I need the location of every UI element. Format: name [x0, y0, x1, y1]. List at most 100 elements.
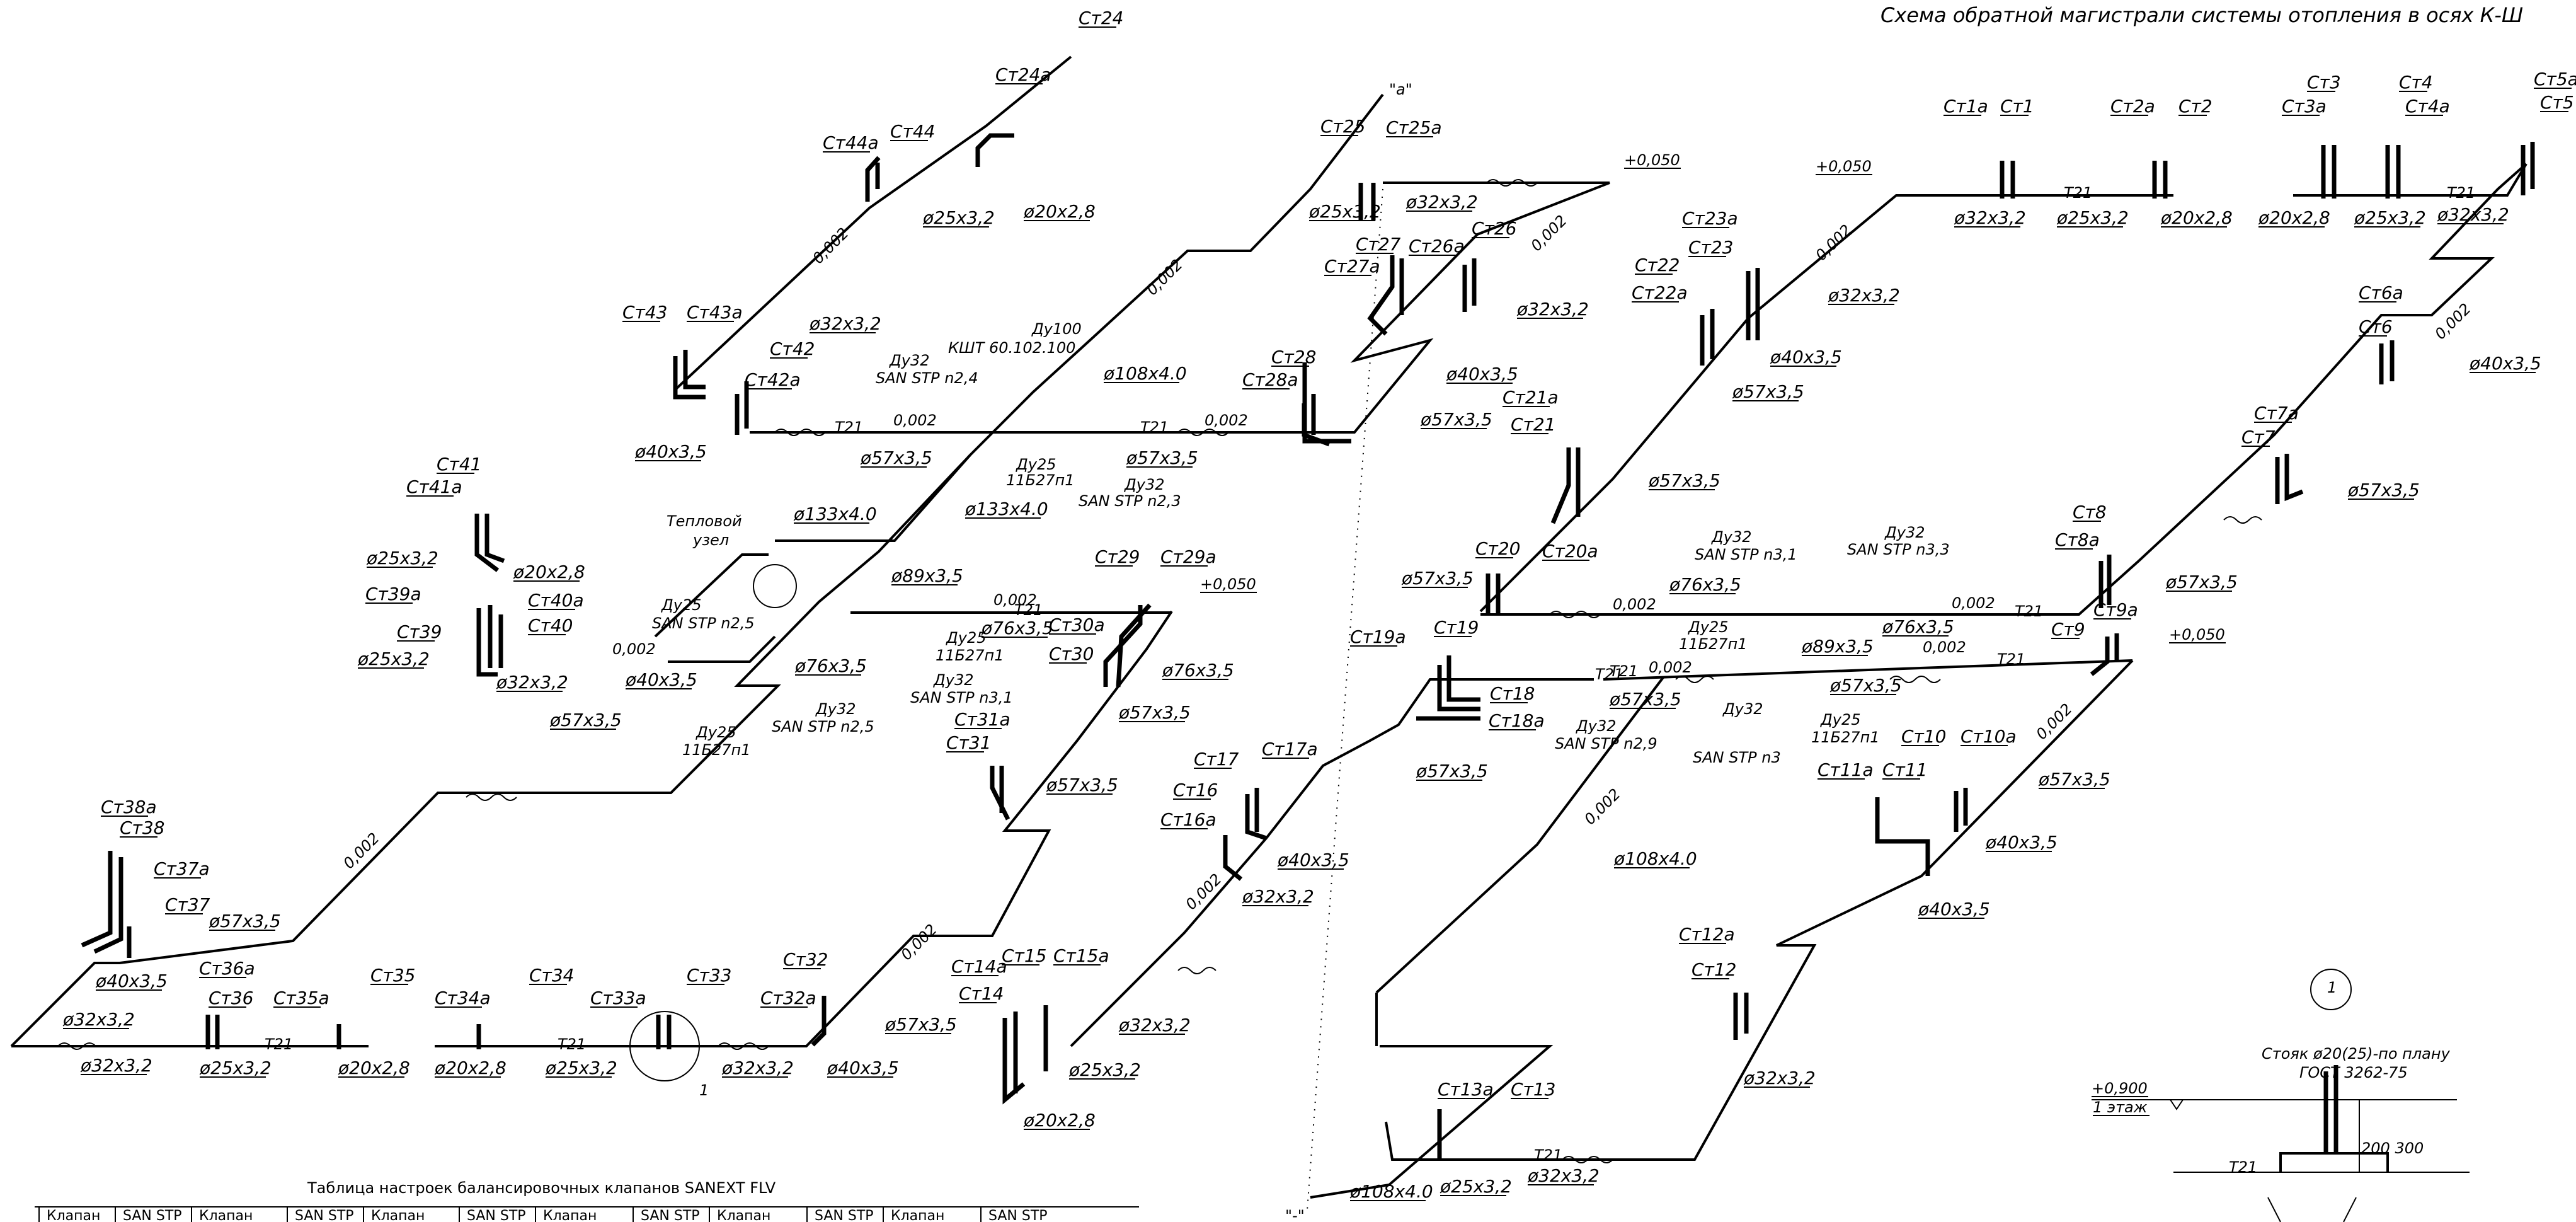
pipe-size-label: ø40x3,5	[625, 669, 697, 690]
note-label: Тепловой	[667, 512, 742, 530]
pipe-size-label: ø57x3,5	[1829, 675, 1902, 696]
table-header-cell: Клапан	[891, 1208, 944, 1222]
pipe-size-label: ø76x3,5	[1162, 660, 1234, 681]
note-label: "а"	[1389, 81, 1412, 98]
pipe-size-label: ø32x3,2	[1828, 285, 1900, 306]
riser-label: Ст40	[528, 615, 573, 636]
riser-label: Ст25	[1320, 116, 1366, 137]
note-label: Стояк ø20(25)-по плану	[2262, 1045, 2451, 1063]
pipe-size-label: ø76x3,5	[794, 655, 867, 676]
pipe-size-label: ø57x3,5	[1420, 409, 1492, 430]
riser-label: Ст31	[946, 732, 992, 753]
riser-label: Ст39	[397, 621, 442, 642]
riser-label: Ст42а	[745, 369, 801, 390]
valve-label: 11Б27п1	[1679, 635, 1748, 653]
slope-label: 0,002	[2431, 300, 2474, 343]
pipe-size-label: ø32x3,2	[1743, 1068, 1816, 1088]
slope-label: 0,002	[340, 829, 382, 872]
pipe-size-label: ø20x2,8	[1023, 201, 1096, 222]
elevation-label: +0,050	[2169, 626, 2225, 643]
valve-label: Ду25	[661, 596, 702, 614]
riser-label: Ст6	[2359, 316, 2393, 337]
valve-label: Ду32	[1722, 700, 1763, 718]
valve-label: Ду25	[1820, 711, 1861, 729]
riser-label: Ст37	[165, 894, 210, 915]
riser-label: Ст8	[2073, 502, 2107, 522]
riser-label: Ст35а	[273, 988, 329, 1008]
riser-label: Ст8а	[2055, 529, 2100, 550]
table-header-cell: Клапан	[543, 1208, 597, 1222]
pipe-tag: Т21	[1014, 601, 1043, 619]
pipe-size-label: ø25x3,2	[357, 648, 430, 669]
pipe-size-label: ø57x3,5	[1416, 761, 1488, 781]
riser-label: Ст41	[437, 454, 482, 475]
pipe-size-label: ø76x3,5	[1669, 574, 1741, 595]
note-label: узел	[692, 531, 729, 549]
valve-label: Ду32	[1711, 528, 1752, 546]
table-header-cell: SAN STP	[467, 1208, 526, 1222]
schematic-title: Схема обратной магистрали системы отопле…	[1880, 3, 2523, 27]
pipe-size-label: ø57x3,5	[549, 710, 622, 730]
valve-label: Ду32	[889, 352, 930, 369]
pipe-size-label: ø57x3,5	[209, 911, 281, 931]
riser-label: Ст4	[2399, 72, 2433, 93]
riser-label: Ст25а	[1386, 117, 1442, 138]
pipe-size-label: ø32x3,2	[1954, 207, 2026, 228]
riser-label: Ст43а	[687, 302, 743, 323]
riser-label: Ст17	[1194, 749, 1239, 770]
pipe-tag: Т21	[2064, 184, 2092, 202]
riser-label: Ст44	[890, 121, 936, 142]
elevation-label: +0,050	[1200, 575, 1256, 593]
pipe-tag: Т21	[2015, 602, 2043, 620]
valve-label: SAN STP n3,1	[910, 689, 1013, 706]
riser-label: Ст29	[1095, 546, 1140, 567]
valve-label: SAN STP n2,5	[772, 718, 874, 735]
detail-1	[2092, 969, 2470, 1222]
riser-label: Ст41а	[406, 476, 462, 497]
valve-label: Ду25	[1016, 456, 1056, 473]
riser-label: Ст31а	[954, 709, 1010, 730]
pipe-size-label: ø40x3,5	[1770, 347, 1842, 367]
pipe-size-label: ø40x3,5	[1446, 364, 1518, 384]
riser-label: Ст11	[1882, 759, 1928, 780]
pipe-size-label: ø32x3,2	[1118, 1015, 1191, 1035]
riser-label: Ст42	[770, 338, 815, 359]
riser-label: Ст38	[120, 817, 165, 838]
pipe-size-label: ø76x3,5	[1882, 616, 1954, 637]
riser-label: Ст7а	[2254, 403, 2299, 424]
pipe-size-label: ø57x3,5	[2038, 769, 2110, 790]
pipe-tag: Т21	[1534, 1146, 1562, 1164]
valve-label: SAN STP n3	[1693, 749, 1781, 766]
valve-label: SAN STP n2,9	[1555, 735, 1657, 752]
pipe-size-label: ø20x2,8	[1023, 1110, 1096, 1131]
pipe-size-label: ø40x3,5	[634, 441, 707, 462]
valve-label: 11Б27п1	[1811, 729, 1880, 746]
riser-label: Ст26	[1472, 218, 1517, 239]
pipe-tag: Т21	[1595, 666, 1623, 683]
riser-label: Ст15	[1002, 945, 1047, 966]
pipe-size-label: ø25x3,2	[366, 548, 438, 568]
riser-label: Ст10а	[1961, 726, 2017, 747]
riser-label: Ст10	[1901, 726, 1947, 747]
elevation-label: +0,900	[2092, 1080, 2148, 1097]
table-header-cell: SAN STP	[988, 1208, 1048, 1222]
pipe-size-label: ø25x3,2	[2354, 207, 2426, 228]
pipe-size-label: ø133x4.0	[965, 499, 1048, 519]
pipe-tag: Т21	[2229, 1158, 2257, 1176]
pipe-size-label: ø57x3,5	[2347, 480, 2420, 500]
riser-label: Ст3а	[2282, 96, 2327, 117]
pipe-size-label: ø108x4.0	[1349, 1181, 1433, 1202]
riser-label: Ст4а	[2405, 96, 2450, 117]
pipe-size-label: ø89x3,5	[1801, 636, 1874, 657]
riser-label: Ст22а	[1632, 282, 1688, 303]
riser-label: Ст29а	[1160, 546, 1216, 567]
note-label: 200 300	[2361, 1139, 2424, 1157]
slope-label: 0,002	[1143, 256, 1186, 299]
riser-label: Ст23	[1688, 237, 1734, 258]
pipe-size-label: ø25x3,2	[2056, 207, 2129, 228]
slope-label: 0,002	[1812, 221, 1855, 264]
right-pipe-network	[1070, 142, 2535, 1199]
